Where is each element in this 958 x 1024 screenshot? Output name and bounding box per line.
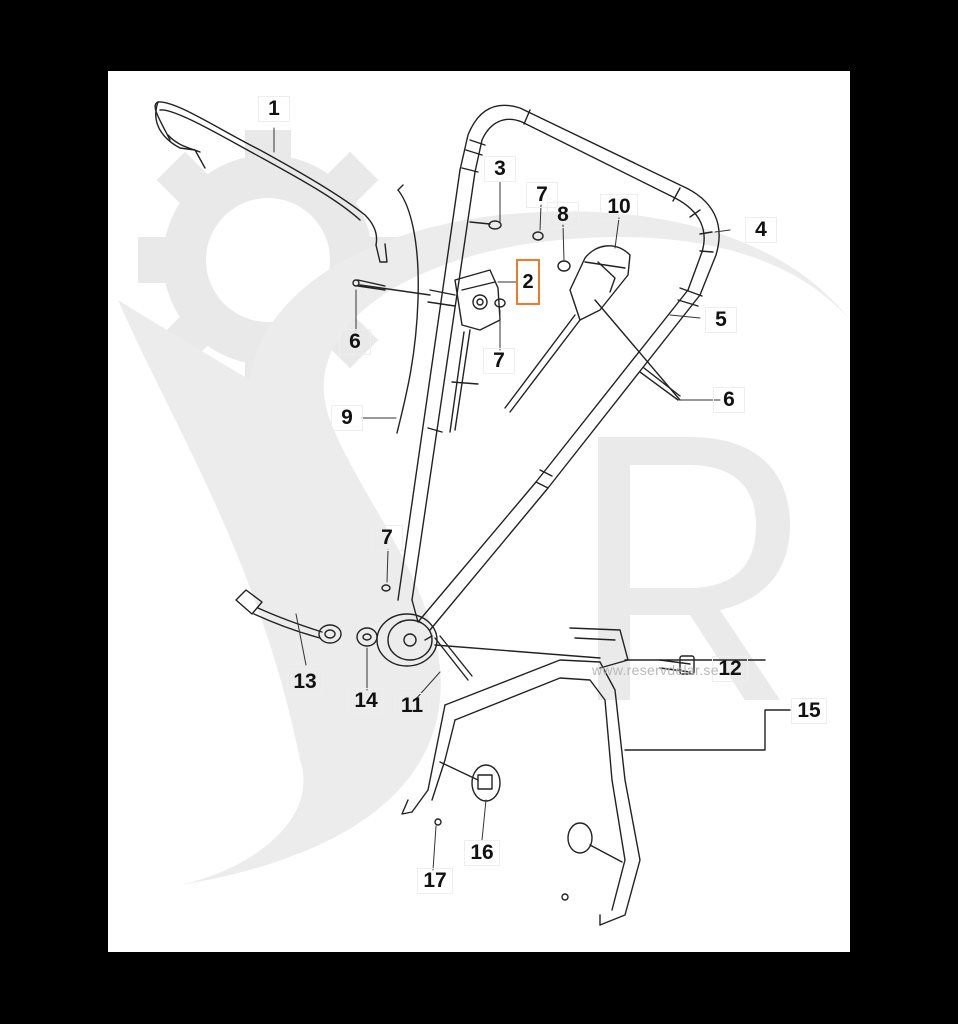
callout-12[interactable]: 12: [712, 656, 748, 682]
part-9-cable: [396, 184, 479, 434]
part-13-grip: [235, 589, 342, 644]
screw-6-right: [639, 367, 681, 401]
callout-7-lower[interactable]: 7: [371, 525, 403, 551]
washer-8: [557, 260, 571, 272]
nut-7-top: [532, 231, 544, 241]
callout-11[interactable]: 11: [394, 693, 430, 719]
part-15-lower-frame: [401, 627, 791, 926]
callout-8[interactable]: 8: [547, 202, 579, 228]
leader-lines: [273, 127, 731, 871]
callout-3[interactable]: 3: [484, 156, 516, 182]
callout-6-left[interactable]: 6: [339, 329, 371, 355]
part-2-bracket: [359, 269, 501, 331]
callout-7-top[interactable]: 7: [526, 182, 558, 208]
callout-14[interactable]: 14: [348, 688, 384, 714]
callout-2-highlighted[interactable]: 2: [516, 259, 540, 305]
callout-6-right[interactable]: 6: [713, 387, 745, 413]
callout-7-mid[interactable]: 7: [483, 348, 515, 374]
screw-17: [434, 818, 569, 901]
watermark-text: www.reservdelar.se: [592, 662, 719, 678]
part-1-bail-rod: [154, 101, 388, 263]
callout-13[interactable]: 13: [287, 669, 323, 695]
callout-9[interactable]: 9: [331, 405, 363, 431]
callout-4[interactable]: 4: [745, 217, 777, 243]
handle-frame: [376, 104, 720, 681]
screw-6-left: [352, 279, 386, 291]
washer-14: [356, 627, 378, 647]
nut-7-mid: [494, 298, 506, 308]
callout-17[interactable]: 17: [417, 868, 453, 894]
callout-5[interactable]: 5: [705, 307, 737, 333]
callout-15[interactable]: 15: [791, 698, 827, 724]
nut-7-lower: [381, 584, 391, 592]
callout-1[interactable]: 1: [258, 96, 290, 122]
nut-3: [469, 220, 502, 230]
callout-16[interactable]: 16: [464, 840, 500, 866]
callout-10[interactable]: 10: [600, 194, 638, 220]
